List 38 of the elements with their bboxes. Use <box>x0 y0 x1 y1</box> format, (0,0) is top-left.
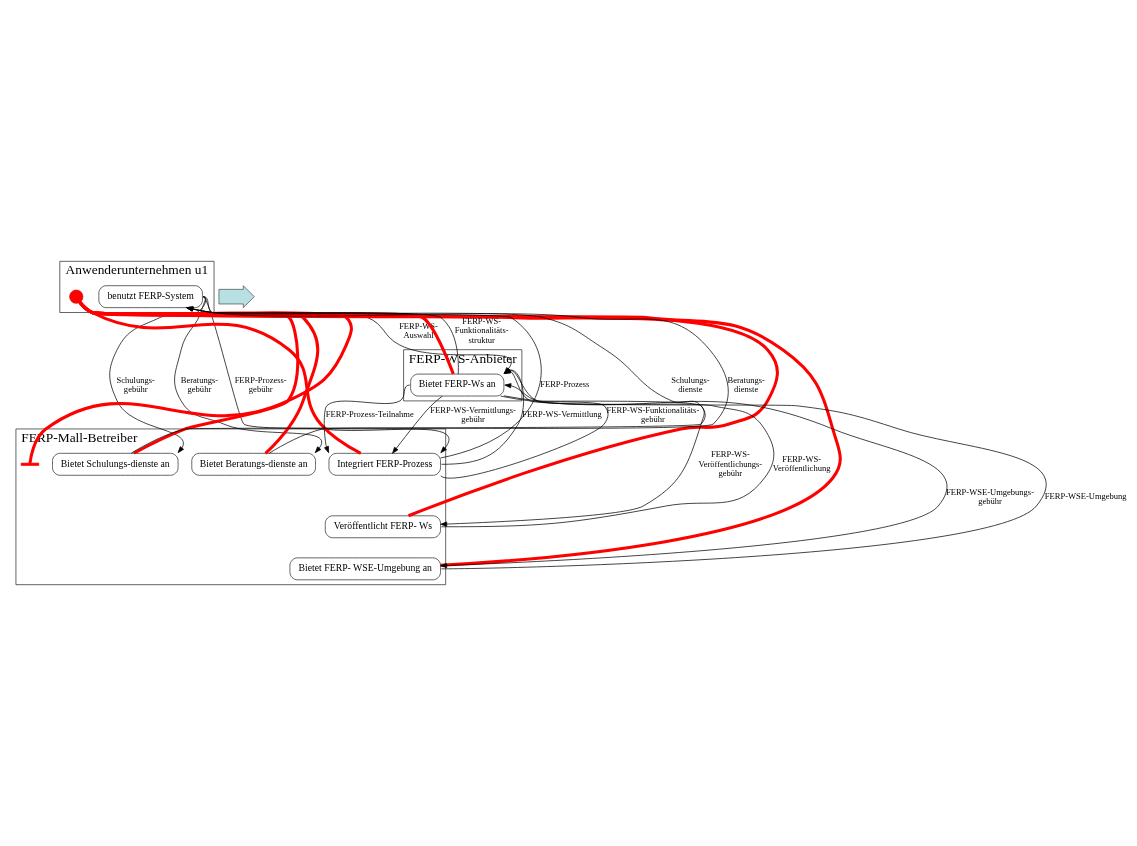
arrow <box>440 395 948 569</box>
arrow <box>186 306 459 375</box>
arrow <box>440 383 609 479</box>
node-box: benutzt FERP-System <box>98 285 203 308</box>
node-box: Bietet FERP- WSE-Umgebung an <box>289 557 441 581</box>
arrow <box>392 395 443 454</box>
edge-label: FERP-WSE-Umgebungs- gebühr <box>946 486 1035 506</box>
edge-label: FERP-WS- Funktionalitäts- struktur <box>454 316 509 345</box>
node-bar <box>20 462 40 466</box>
node-arrow <box>218 285 255 308</box>
edge-label: FERP-WS- Veröffentlichung <box>772 453 831 474</box>
arrow <box>174 296 323 454</box>
arrow <box>441 368 524 465</box>
edge-label: Beratungs- gebühr <box>180 374 219 394</box>
node-box: Bietet FERP-Ws an <box>410 373 505 397</box>
edge-label: FERP-WS- Veröffentlichungs- gebühr <box>698 449 763 478</box>
edge-label: Beratungs- dienste <box>727 374 765 394</box>
arrow <box>186 306 542 459</box>
arrow <box>441 368 775 528</box>
node-box: Integriert FERP-Prozess <box>328 453 441 476</box>
arrow <box>440 395 705 527</box>
arrow <box>202 296 450 454</box>
edge-label: FERP-WS-Vermittlungs- gebühr <box>430 404 516 424</box>
arrow <box>441 368 1047 570</box>
node-box: Bietet Schulungs-dienste an <box>52 453 179 476</box>
edge-label: Schulungs- dienste <box>671 374 710 394</box>
edge-label: FERP-WSE-Umgebung <box>1044 491 1127 502</box>
edge-label: FERP-Prozess- gebühr <box>234 374 287 394</box>
edge-label: FERP-WS-Vermittlung <box>522 409 602 420</box>
edge-label: FERP-Prozess <box>540 379 590 390</box>
node-box: Veröffentlicht FERP- Ws <box>325 515 441 539</box>
edge-label: FERP-WS-Funktionalitäts- gebühr <box>606 404 700 424</box>
edge-label: Schulungs- gebühr <box>116 374 155 394</box>
arrow <box>323 384 411 454</box>
node-circle <box>69 289 84 304</box>
connector <box>28 301 353 464</box>
node-box: Bietet Beratungs-dienste an <box>191 453 316 476</box>
edge-label: FERP-Prozess-Teilnahme <box>325 409 414 420</box>
